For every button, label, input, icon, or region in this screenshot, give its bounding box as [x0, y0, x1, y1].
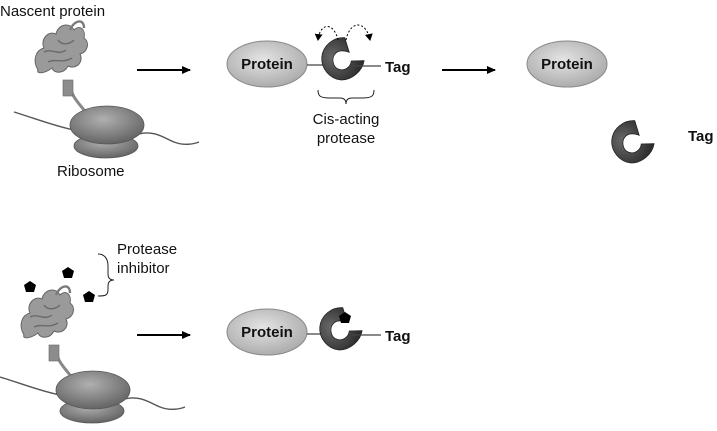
inhibited-protease: [310, 302, 366, 359]
protease-inhibitor-molecules: [24, 267, 95, 302]
released-protease: [602, 115, 658, 172]
protease-inhibitor-label-line2: inhibitor: [117, 260, 170, 277]
dotted-arrow-left: [314, 26, 339, 41]
inhibitor-bracket: [97, 253, 115, 297]
cis-acting-label-line2: protease: [317, 130, 375, 147]
tag-label-1: Tag: [385, 59, 411, 76]
cis-acting-label-line1: Cis-acting: [313, 111, 380, 128]
cis-acting-protease-1: [312, 32, 368, 89]
protein-label-2: Protein: [541, 56, 593, 73]
protein-domain-2: Protein: [526, 40, 608, 88]
ribosome-complex-top: [12, 19, 201, 160]
ribosome-label: Ribosome: [57, 163, 125, 180]
protein-domain-3: Protein: [226, 308, 308, 356]
bound-inhibitor: [339, 312, 351, 323]
ribosome-complex-bottom: [0, 284, 187, 425]
nascent-protein-label: Nascent protein: [0, 3, 105, 20]
protein-label-3: Protein: [241, 324, 293, 341]
tag-label-2: Tag: [688, 128, 714, 145]
tag-label-3: Tag: [385, 328, 411, 345]
protein-domain-1: Protein: [226, 40, 308, 88]
protease-inhibitor-label-line1: Protease: [117, 241, 177, 258]
dotted-arrow-right: [345, 24, 373, 41]
protein-label-1: Protein: [241, 56, 293, 73]
protease-bracket: [317, 89, 375, 105]
